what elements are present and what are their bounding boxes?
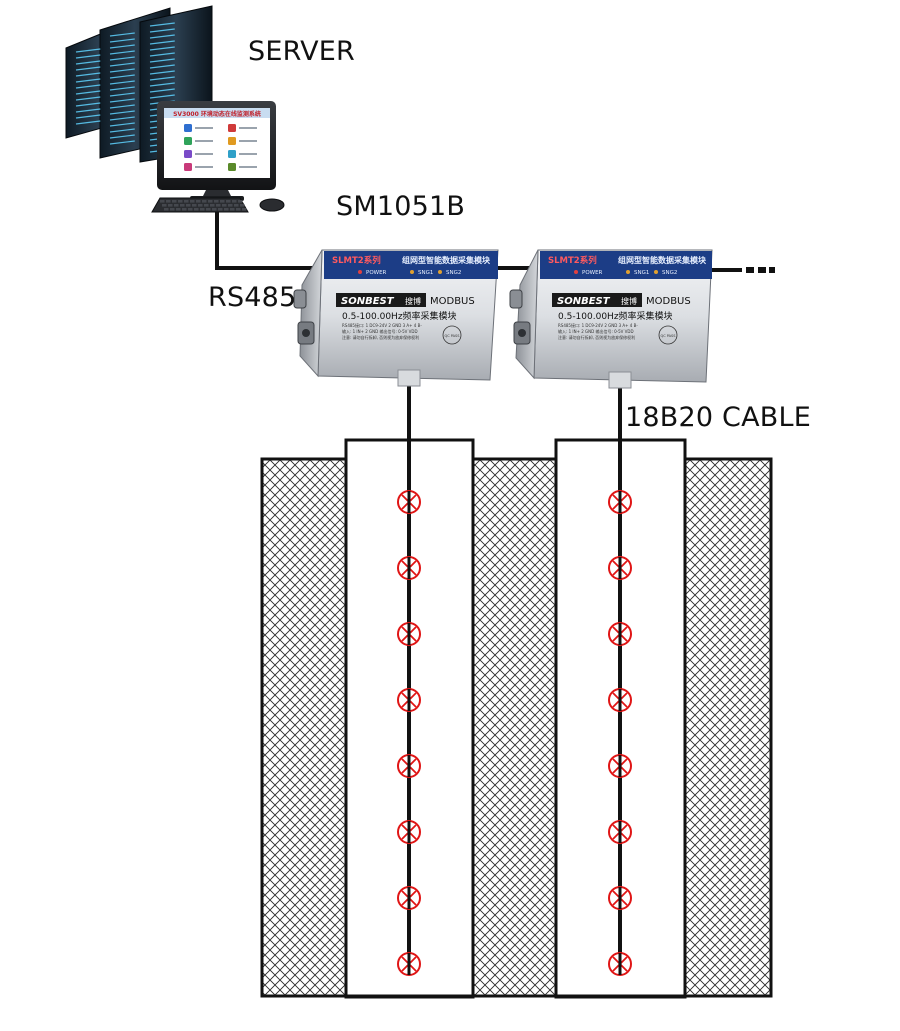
server-label: SERVER [248, 36, 355, 67]
module-2-brand-plate [552, 293, 642, 307]
temperature-sensor-icon [397, 754, 421, 778]
keyboard [151, 197, 249, 213]
temperature-sensor-icon [608, 490, 632, 514]
module-1-series: SLMT2系列 [332, 255, 381, 266]
module-2-title: 组网型智能数据采集模块 [618, 255, 707, 265]
monitor: SV3000 环境动态在线监测系统 [157, 101, 276, 201]
module-2-spec-2: 输入: 1 IN+ 2 GND 输出信号: 0-5V VDD [558, 328, 634, 334]
module-1-brand-plate [336, 293, 426, 307]
temperature-sensor-icon [397, 886, 421, 910]
module-2-led-power: POWER [582, 270, 603, 276]
app-tile-icon [228, 137, 236, 145]
module-1-led-sng2: SNG2 [446, 270, 461, 276]
module-2-series: SLMT2系列 [548, 255, 597, 266]
temperature-sensor-icon [397, 952, 421, 976]
module-1-spec-3: 注意: 请勿自行拆卸, 否则视为放弃保修权利 [342, 334, 419, 340]
temperature-sensor-icon [397, 622, 421, 646]
rs485-label: RS485 [208, 282, 297, 313]
module-2-qc-badge [658, 325, 678, 345]
app-tile-icon [228, 124, 236, 132]
temperature-sensor-icon [608, 952, 632, 976]
cable-label: 18B20 CABLE [625, 402, 811, 433]
module-model-label: SM1051B [336, 191, 466, 222]
module-1-led-power: POWER [366, 270, 387, 276]
module-1-spec-2: 输入: 1 IN+ 2 GND 输出信号: 0-5V VDD [342, 328, 418, 334]
temperature-sensor-icon [397, 490, 421, 514]
temperature-sensor-icon [397, 556, 421, 580]
temperature-sensor-icon [608, 556, 632, 580]
app-tile-icon [184, 150, 192, 158]
module-1-protocol: MODBUS [430, 296, 475, 307]
acquisition-module-1: SLMT2系列 组网型智能数据采集模块 POWER SNG1 SNG2 SONB… [293, 249, 499, 387]
temperature-sensor-icon [608, 754, 632, 778]
app-tile-icon [184, 137, 192, 145]
module-2-protocol: MODBUS [646, 296, 691, 307]
temperature-sensor-icon [608, 622, 632, 646]
module-2-qc-text: QC PASS [660, 334, 676, 338]
module-1-cable-gland [397, 369, 421, 387]
bus-ellipsis-dot [746, 267, 754, 273]
bus-ellipsis-dot [769, 267, 775, 273]
module-2-spec-1: RS485接口: 1 DC9-24V 2 GND 3 A+ 4 B- [558, 322, 638, 328]
module-1-spec-1: RS485接口: 1 DC9-24V 2 GND 3 A+ 4 B- [342, 322, 422, 328]
temperature-sensor-icon [608, 688, 632, 712]
module-1-qc-badge [442, 325, 462, 345]
module-1-title: 组网型智能数据采集模块 [402, 255, 491, 265]
module-1-qc-text: QC PASS [444, 334, 460, 338]
temperature-sensor-icon [397, 688, 421, 712]
app-tile-icon [184, 124, 192, 132]
acquisition-module-2: SLMT2系列 组网型智能数据采集模块 POWER SNG1 SNG2 SONB… [509, 249, 713, 389]
module-2-brand: SONBEST [557, 296, 611, 307]
module-1-led-sng1: SNG1 [418, 270, 433, 276]
module-2-function: 0.5-100.00Hz频率采集模块 [558, 310, 673, 322]
bus-ellipsis-dot [758, 267, 766, 273]
soil-block [260, 457, 773, 998]
temperature-sensor-icon [608, 820, 632, 844]
module-2-header-stripe [540, 251, 712, 279]
module-1-brand-cn: 搜博 [405, 296, 421, 306]
module-2-spec-3: 注意: 请勿自行拆卸, 否则视为放弃保修权利 [558, 334, 635, 340]
monitor-screen-title: SV3000 环境动态在线监测系统 [173, 110, 261, 118]
module-1-brand: SONBEST [341, 296, 395, 307]
module-2-led-sng2: SNG2 [662, 270, 677, 276]
soil-section [260, 438, 773, 999]
temperature-sensor-icon [397, 820, 421, 844]
app-tile-icon [184, 163, 192, 171]
module-2-brand-cn: 搜博 [621, 296, 637, 306]
module-1-function: 0.5-100.00Hz频率采集模块 [342, 310, 457, 322]
module-2-cable-gland [608, 371, 632, 389]
module-1-header-stripe [324, 251, 498, 279]
module-2-led-sng1: SNG1 [634, 270, 649, 276]
app-tile-icon [228, 150, 236, 158]
app-tile-icon [228, 163, 236, 171]
mouse-icon [259, 198, 285, 212]
temperature-sensor-icon [608, 886, 632, 910]
